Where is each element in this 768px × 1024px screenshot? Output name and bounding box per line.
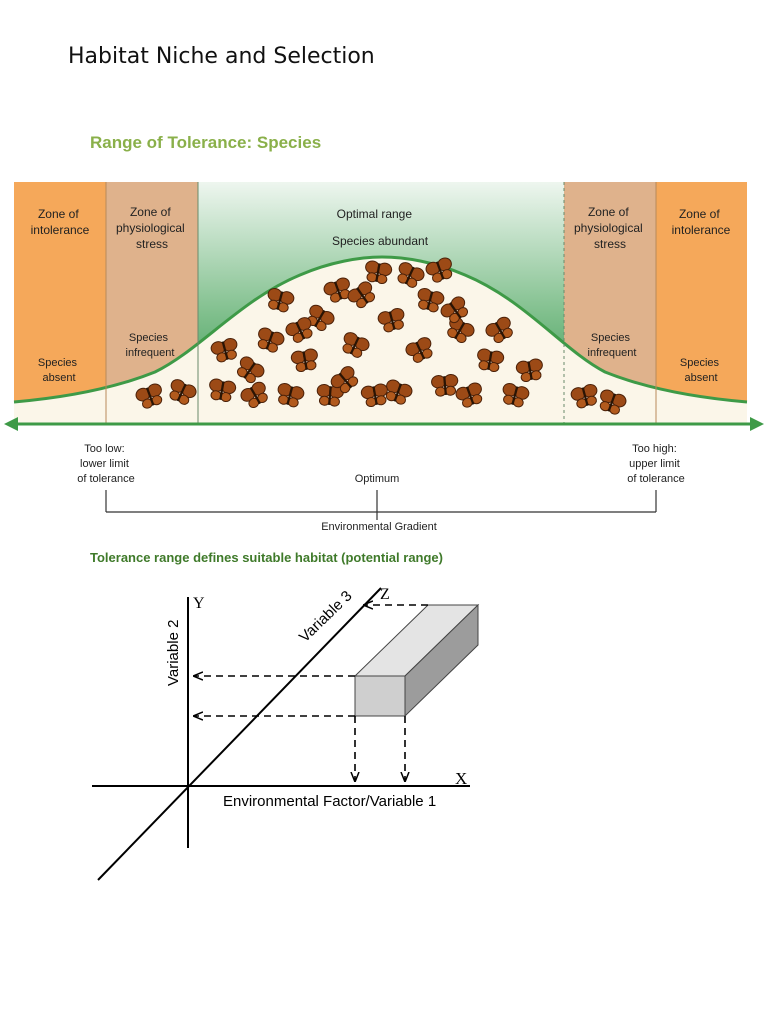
- label-absent-left: Species absent: [38, 357, 80, 384]
- label-stress-right: Zone of physiological stress: [574, 205, 646, 251]
- gradient-arrow-left: [4, 417, 18, 431]
- label-environmental-gradient: Environmental Gradient: [321, 521, 437, 533]
- label-intolerance-left: Zone of intolerance: [31, 207, 90, 237]
- z-axis: [97, 587, 382, 881]
- label-absent-right: Species absent: [680, 357, 722, 384]
- label-intolerance-right: Zone of intolerance: [672, 207, 731, 237]
- z-axis-name: Z: [380, 586, 390, 603]
- page-title: Habitat Niche and Selection: [68, 44, 375, 69]
- label-optimum: Optimum: [355, 473, 400, 485]
- y-axis-label: Variable 2: [165, 620, 182, 686]
- label-infrequent-left: Species infrequent: [126, 332, 175, 359]
- niche-box-front: [354, 675, 406, 717]
- label-optimal-range: Optimal range Species abundant: [332, 207, 429, 248]
- label-too-high: Too high: upper limit of tolerance: [627, 443, 684, 485]
- population-curve: [13, 255, 748, 404]
- zone-intolerance-right: [656, 182, 747, 424]
- x-axis-label: Environmental Factor/Variable 1: [223, 793, 436, 810]
- niche-diagram: Y X Z Variable 2 Environmental Factor/Va…: [92, 586, 480, 881]
- label-stress-left: Zone of physiological stress: [116, 205, 188, 251]
- niche-subtitle: Tolerance range defines suitable habitat…: [90, 550, 443, 565]
- label-too-low: Too low: lower limit of tolerance: [77, 443, 134, 485]
- x-axis-name: X: [455, 769, 467, 788]
- y-axis-name: Y: [193, 595, 205, 612]
- tolerance-diagram: Zone of intolerance Zone of physiologica…: [4, 182, 764, 533]
- gradient-arrow-right: [750, 417, 764, 431]
- zone-intolerance-left: [14, 182, 106, 424]
- z-axis-label: Variable 3: [296, 587, 356, 645]
- section-title: Range of Tolerance: Species: [90, 133, 322, 152]
- label-infrequent-right: Species infrequent: [588, 332, 637, 359]
- projection-lines: [194, 605, 428, 781]
- gradient-bracket: [105, 490, 657, 520]
